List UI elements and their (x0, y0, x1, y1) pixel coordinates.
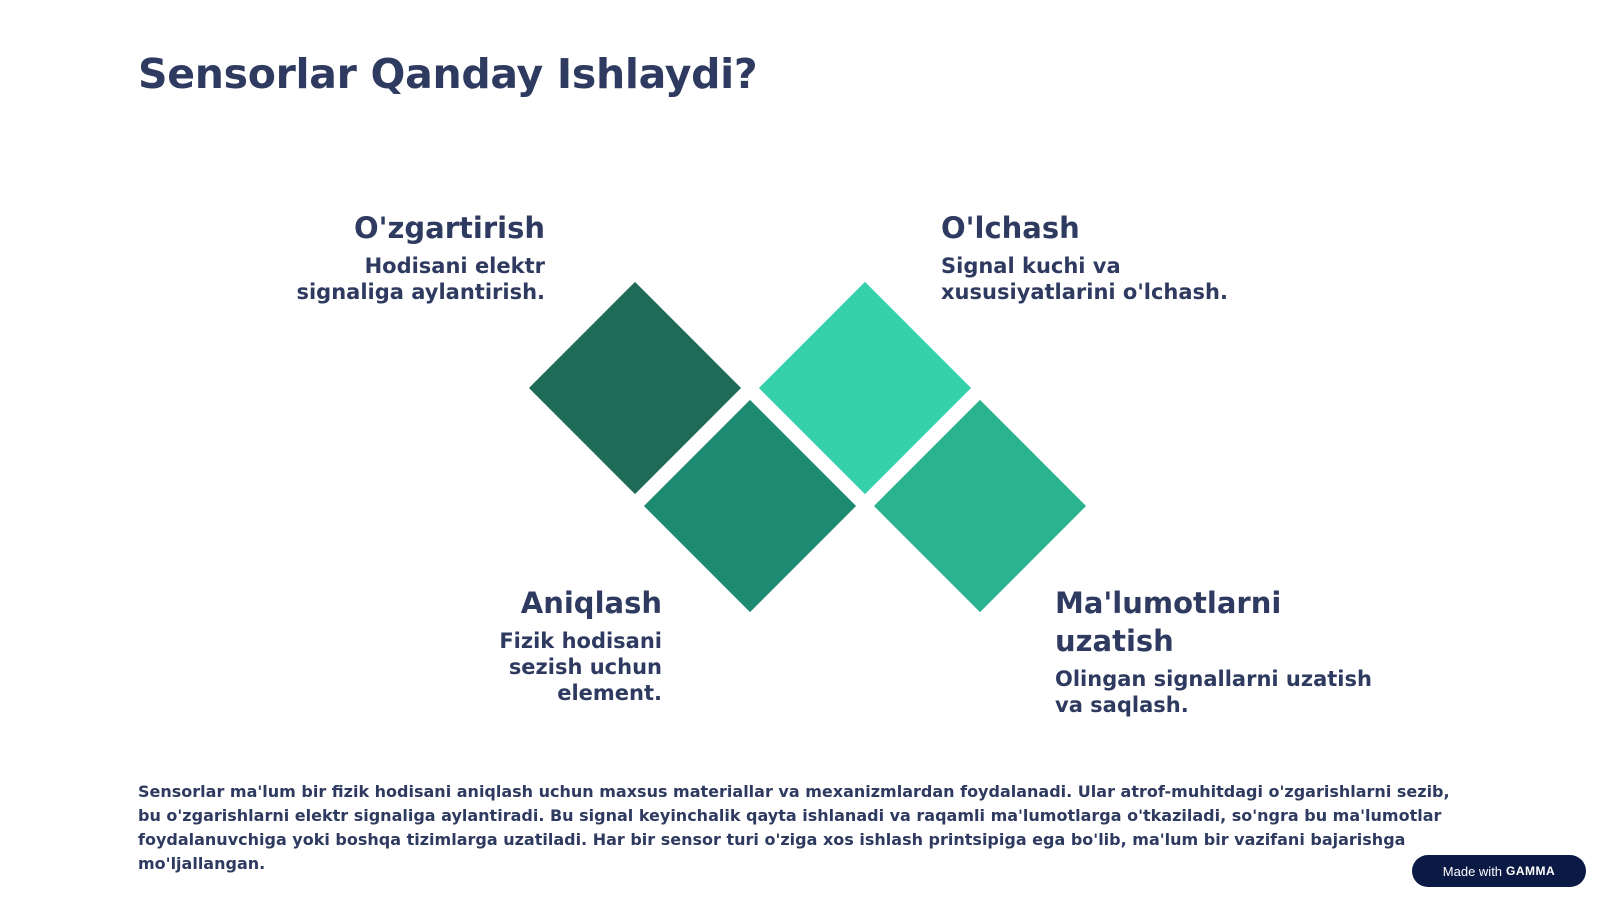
gamma-logo-text: GAMMA (1506, 864, 1556, 878)
step-description: Hodisani elektr signaliga aylantirish. (296, 254, 545, 304)
step-title: Aniqlash (520, 586, 662, 620)
step-description: Signal kuchi va xususiyatlarini o'lchash… (941, 254, 1228, 304)
page-title: Sensorlar Qanday Ishlaydi? (138, 50, 758, 98)
step-ozgartirish: O'zgartirish Hodisani elektr signaliga a… (225, 209, 545, 305)
step-aniqlash: Aniqlash Fizik hodisani sezish uchun ele… (382, 584, 662, 706)
badge-prefix: Made with (1442, 863, 1503, 879)
made-with-gamma-badge[interactable]: Made with GAMMA (1412, 855, 1586, 887)
step-title: Ma'lumotlarni uzatish (1055, 586, 1282, 658)
step-description: Fizik hodisani sezish uchun element. (499, 629, 662, 705)
step-olchash: O'lchash Signal kuchi va xususiyatlarini… (941, 209, 1261, 305)
step-malumotlarni-uzatish: Ma'lumotlarni uzatish Olingan signallarn… (1055, 584, 1385, 718)
step-description: Olingan signallarni uzatish va saqlash. (1055, 667, 1372, 717)
body-paragraph: Sensorlar ma'lum bir fizik hodisani aniq… (138, 782, 1450, 873)
step-title: O'lchash (941, 211, 1080, 245)
step-title: O'zgartirish (354, 211, 545, 245)
